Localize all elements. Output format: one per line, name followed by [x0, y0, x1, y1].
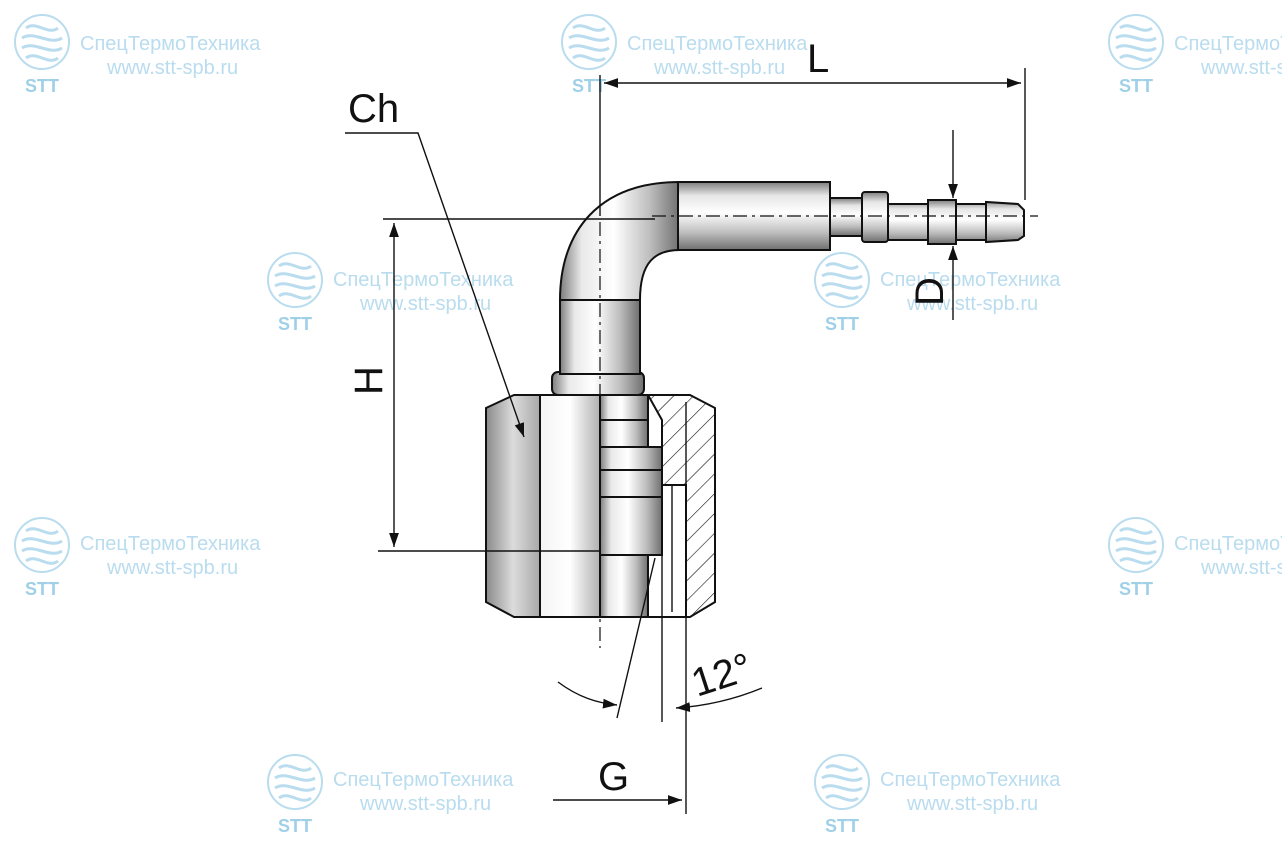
horizontal-tube: [677, 181, 831, 251]
svg-text:СпецТермоТехника: СпецТермоТехника: [880, 269, 1061, 291]
dimension-label-height: H: [347, 366, 391, 395]
svg-text:www.stt-spb.ru: www.stt-spb.ru: [359, 293, 491, 315]
svg-text:STT: STT: [1119, 76, 1153, 96]
svg-text:www.stt-spb.ru: www.stt-spb.ru: [653, 57, 785, 79]
svg-text:www.stt-spb.ru: www.stt-spb.ru: [906, 293, 1038, 315]
svg-text:STT: STT: [825, 816, 859, 836]
svg-text:www.stt-spb.ru: www.stt-spb.ru: [359, 793, 491, 815]
svg-text:СпецТермоТехника: СпецТермоТехника: [1174, 533, 1282, 555]
barb-tooth-lines: [927, 200, 987, 244]
hex-nut-face-left: [485, 394, 541, 618]
svg-text:www.stt-spb.ru: www.stt-spb.ru: [106, 557, 238, 579]
dimension-lines: [345, 68, 1026, 814]
svg-text:www.stt-spb.ru: www.stt-spb.ru: [106, 57, 238, 79]
dimension-label-thread: G: [598, 755, 629, 799]
watermark-mid-left: STT СпецТермоТехника www.stt-spb.ru: [266, 251, 514, 334]
svg-text:СпецТермоТехника: СпецТермоТехника: [333, 269, 514, 291]
svg-text:СпецТермоТехника: СпецТермоТехника: [1174, 33, 1282, 55]
svg-text:www.stt-spb.ru: www.stt-spb.ru: [1200, 57, 1282, 79]
svg-text:СпецТермоТехника: СпецТермоТехника: [80, 533, 261, 555]
dimension-label-length: L: [807, 37, 829, 81]
dimension-label-angle: 12°: [686, 645, 757, 706]
barb-collar: [829, 197, 863, 237]
dimension-label-hex: Ch: [348, 87, 399, 131]
svg-text:STT: STT: [825, 314, 859, 334]
watermark-top-left: STT СпецТермоТехника www.stt-spb.ru: [13, 13, 261, 96]
watermark-bottom-right: STT СпецТермоТехника www.stt-spb.ru: [813, 753, 1061, 836]
svg-text:СпецТермоТехника: СпецТермоТехника: [880, 769, 1061, 791]
watermark-lower-right: STT СпецТермоТехника www.stt-spb.ru: [1107, 516, 1282, 599]
nipple-ring: [599, 419, 649, 448]
tube-bend: [558, 180, 681, 301]
svg-text:STT: STT: [1119, 579, 1153, 599]
barb-ring: [861, 191, 889, 243]
watermark-top-right: STT СпецТермоТехника www.stt-spb.ru: [1107, 13, 1282, 96]
svg-text:СпецТермоТехника: СпецТермоТехника: [333, 769, 514, 791]
nipple-cone: [599, 446, 663, 556]
svg-text:СпецТермоТехника: СпецТермоТехника: [627, 33, 808, 55]
collar: [551, 371, 645, 396]
watermark-mid-right: STT СпецТермоТехника www.stt-spb.ru: [813, 251, 1061, 334]
watermark-bottom-left: STT СпецТермоТехника www.stt-spb.ru: [266, 753, 514, 836]
watermark-top-center: STT СпецТермоТехника www.stt-spb.ru: [560, 13, 808, 96]
fitting-body: [485, 180, 1038, 648]
dimension-label-diameter: D: [908, 277, 952, 306]
svg-text:STT: STT: [25, 76, 59, 96]
svg-text:STT: STT: [278, 314, 312, 334]
svg-text:www.stt-spb.ru: www.stt-spb.ru: [906, 793, 1038, 815]
hex-nut-face-front: [539, 394, 601, 618]
svg-text:www.stt-spb.ru: www.stt-spb.ru: [1200, 557, 1282, 579]
svg-text:СпецТермоТехника: СпецТермоТехника: [80, 33, 261, 55]
svg-text:STT: STT: [572, 76, 606, 96]
svg-text:STT: STT: [278, 816, 312, 836]
watermark-lower-left: STT СпецТермоТехника www.stt-spb.ru: [13, 516, 261, 599]
svg-text:STT: STT: [25, 579, 59, 599]
